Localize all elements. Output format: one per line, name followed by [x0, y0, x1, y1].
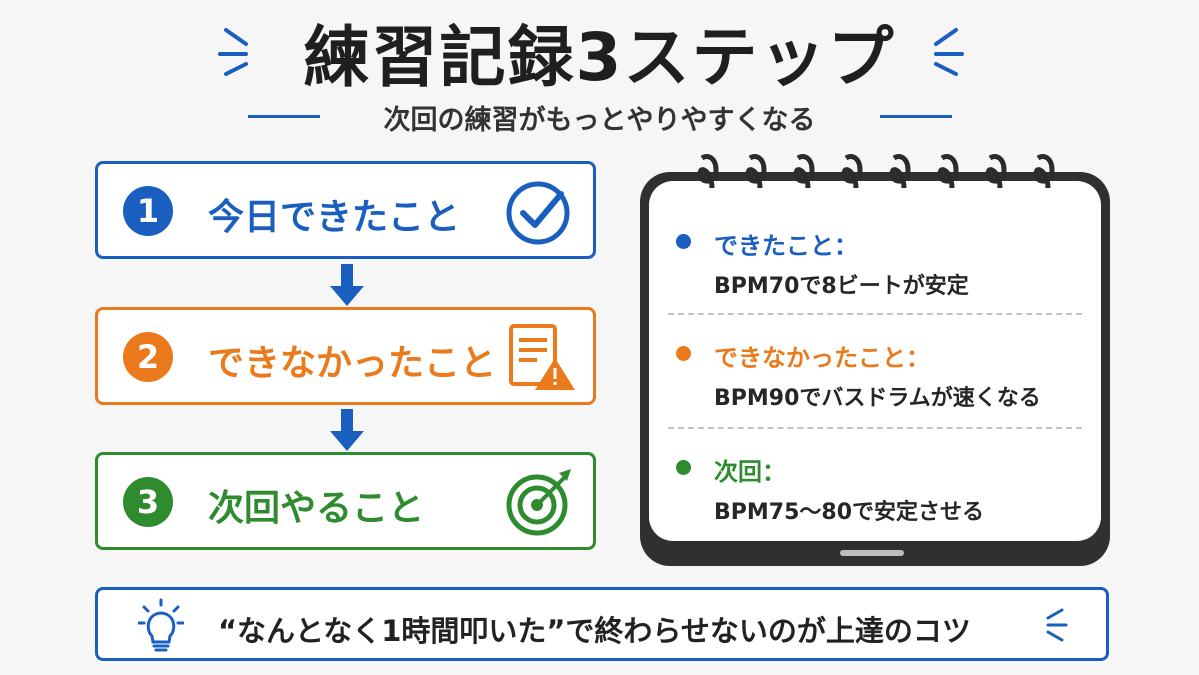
tip-box: “なんとなく1時間叩いた”で終わらせないのが上達のコツ	[95, 587, 1109, 661]
subtitle: 次回の練習がもっとやりやすくなる	[383, 105, 816, 136]
step-2-box: 2 できなかったこと	[95, 307, 596, 405]
step-2-label: できなかったこと	[208, 343, 497, 384]
arrow-down-icon	[330, 264, 364, 306]
step-1-box: 1 今日できたこと	[95, 161, 596, 259]
tip-spark-icon	[1046, 608, 1068, 642]
notebook-body-next: BPM75〜80で安定させる	[714, 500, 985, 525]
page-title: 練習記録3ステップ	[303, 19, 896, 96]
check-circle-icon	[506, 181, 570, 245]
step-1-label: 今日できたこと	[208, 197, 461, 238]
notebook-body-not-done: BPM90でバスドラムが速くなる	[714, 386, 1041, 411]
notebook-divider	[668, 313, 1082, 315]
bullet-dot	[676, 460, 691, 475]
notebook-heading-next: 次回：	[714, 458, 786, 486]
target-icon	[506, 469, 571, 536]
subtitle-row: 次回の練習がもっとやりやすくなる	[0, 96, 1199, 136]
bullet-dot	[676, 346, 691, 361]
step-2-number-badge: 2	[123, 332, 173, 382]
spiral-rings-icon	[697, 154, 1055, 189]
step-1-number-badge: 1	[123, 186, 173, 236]
tip-text: “なんとなく1時間叩いた”で終わらせないのが上達のコツ	[218, 614, 971, 648]
notebook-divider	[668, 427, 1082, 429]
step-3-label: 次回やること	[208, 488, 425, 529]
arrow-down-icon	[330, 409, 364, 451]
subtitle-left-rule	[248, 115, 320, 118]
step-3-number-badge: 3	[123, 477, 173, 527]
document-warning-icon	[509, 324, 575, 390]
title-left-spark-icon	[218, 28, 248, 76]
step-3-box: 3 次回やること	[95, 452, 596, 550]
notebook-bottom-bar	[840, 550, 904, 556]
lightbulb-icon	[138, 598, 184, 652]
notebook-body-done: BPM70で8ビートが安定	[714, 274, 969, 299]
notebook-heading-not-done: できなかったこと：	[714, 344, 930, 372]
notebook	[640, 172, 1110, 566]
notebook-page	[649, 181, 1101, 541]
notebook-heading-done: できたこと：	[714, 232, 858, 260]
bullet-dot	[676, 234, 691, 249]
subtitle-right-rule	[880, 115, 952, 118]
title-right-spark-icon	[934, 28, 964, 76]
